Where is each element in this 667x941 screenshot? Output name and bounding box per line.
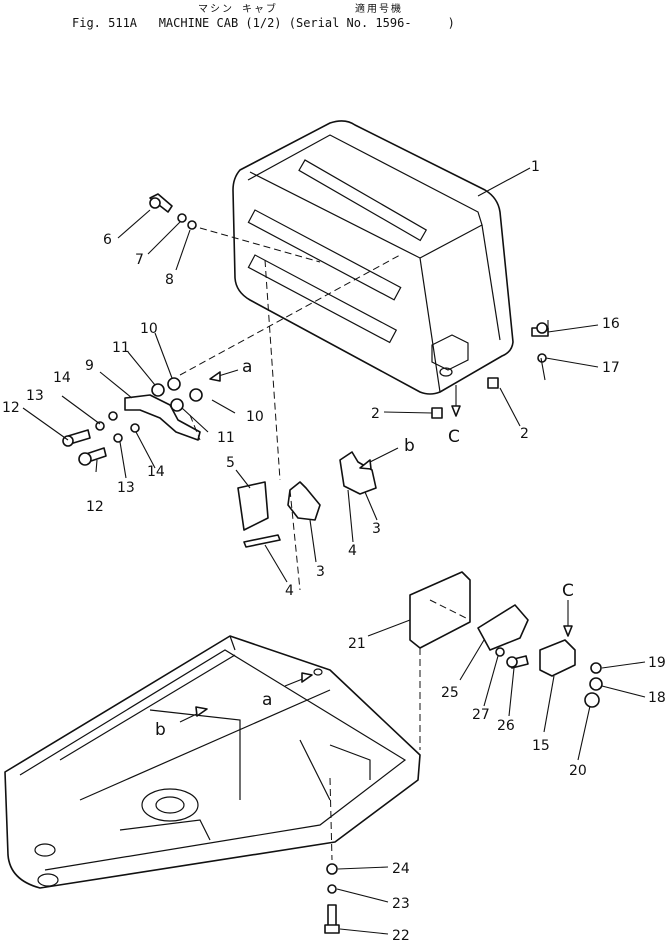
machine-frame	[4, 635, 421, 889]
nut-2-left	[431, 407, 443, 419]
callout-14-upper: 14	[53, 370, 71, 386]
cab-body	[232, 120, 514, 395]
callout-19: 19	[648, 655, 666, 671]
japanese-title: マシン キャブ	[198, 4, 279, 15]
plate-25	[477, 604, 529, 651]
callout-2-left: 2	[371, 406, 380, 422]
view-reference-letters: a b C C a b	[155, 357, 574, 740]
nut-2-right	[487, 377, 499, 389]
washer-24	[326, 863, 338, 875]
nut-18	[589, 677, 603, 691]
ref-a-cab: a	[242, 357, 252, 377]
washer-11-lower	[170, 398, 184, 412]
callout-7: 7	[135, 252, 144, 268]
callout-11-lower: 11	[217, 430, 235, 446]
damper-20	[584, 692, 600, 708]
bolt-12-lower	[78, 447, 107, 466]
bolt-6	[149, 193, 173, 213]
callout-6: 6	[103, 232, 112, 248]
callout-13-lower: 13	[117, 480, 135, 496]
callout-22: 22	[392, 928, 410, 941]
hinge-3-right	[339, 451, 377, 495]
callout-2-right: 2	[520, 426, 529, 442]
callout-21: 21	[348, 636, 366, 652]
ref-b-cab: b	[404, 436, 415, 456]
callout-11-upper: 11	[112, 340, 130, 356]
washer-11-upper	[151, 383, 165, 397]
callout-9: 9	[85, 358, 94, 374]
callout-5: 5	[226, 455, 235, 471]
pin-4-left	[243, 534, 281, 548]
callout-20: 20	[569, 763, 587, 779]
ref-c-cab: C	[448, 427, 460, 447]
ref-b-frame: b	[155, 720, 166, 740]
washer-13-lower	[113, 433, 123, 443]
callout-13-upper: 13	[26, 388, 44, 404]
figure-caption: Fig. 511A MACHINE CAB (1/2) (Serial No. …	[72, 16, 455, 30]
washer-14-upper	[108, 411, 118, 421]
callout-3-right: 3	[372, 521, 381, 537]
callout-labels: 1 2 2 3 3 4 4 5 6 7 8 9 10 10 11 11 12 1…	[2, 159, 666, 941]
ref-a-frame: a	[262, 690, 272, 710]
washer-10-upper	[167, 377, 181, 391]
callout-23: 23	[392, 896, 410, 912]
callout-26: 26	[497, 718, 515, 734]
bracket-9	[124, 394, 201, 441]
bracket-21	[409, 571, 471, 649]
washer-14-lower	[130, 423, 140, 433]
bolt-22	[324, 904, 340, 934]
callout-14-lower: 14	[147, 464, 165, 480]
callout-27: 27	[472, 707, 490, 723]
callout-3-left: 3	[316, 564, 325, 580]
washer-7	[177, 213, 187, 223]
callout-1: 1	[531, 159, 540, 175]
bolt-26	[506, 655, 529, 669]
callout-16: 16	[602, 316, 620, 332]
callout-25: 25	[441, 685, 459, 701]
japanese-serial-label: 適用号機	[355, 4, 403, 15]
callout-18: 18	[648, 690, 666, 706]
washer-19	[590, 662, 602, 674]
callout-10-upper: 10	[140, 321, 158, 337]
hinge-3-left	[287, 481, 321, 521]
callout-15: 15	[532, 738, 550, 754]
assembly-lines	[179, 227, 471, 861]
washer-13-upper	[95, 421, 105, 431]
callout-12-upper: 12	[2, 400, 20, 416]
bolt-16	[531, 322, 549, 337]
bolt-12-upper	[62, 429, 91, 447]
callout-4-lower: 4	[285, 583, 294, 599]
callout-10-lower: 10	[246, 409, 264, 425]
callout-4-right: 4	[348, 543, 357, 559]
callout-12-lower: 12	[86, 499, 104, 515]
washer-8	[187, 220, 197, 230]
washer-27	[495, 647, 505, 657]
figure-header: マシン キャブ 適用号機 Fig. 511A MACHINE CAB (1/2)…	[0, 0, 667, 40]
plate-5	[237, 481, 269, 531]
callout-8: 8	[165, 272, 174, 288]
leader-lines	[22, 167, 646, 935]
washer-23	[327, 884, 337, 894]
callout-24: 24	[392, 861, 410, 877]
washer-10-lower	[189, 388, 203, 402]
reference-arrows	[179, 369, 573, 723]
ref-c-mount: C	[562, 581, 574, 601]
callout-17: 17	[602, 360, 620, 376]
mount-15	[539, 639, 576, 677]
